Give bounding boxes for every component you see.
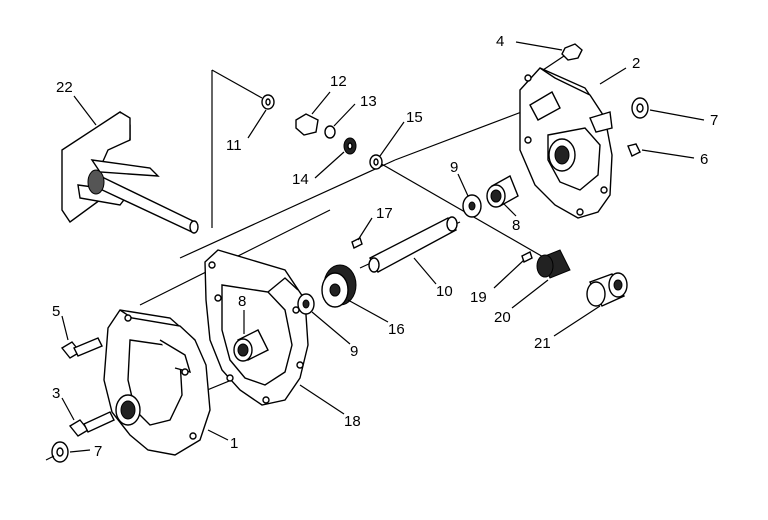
callout-12: 16 xyxy=(388,321,405,338)
part-6-plug xyxy=(627,143,641,157)
part-14-washer xyxy=(261,94,275,110)
callout-17: 14 xyxy=(292,171,309,188)
part-18-washer xyxy=(369,154,383,170)
callout-3: 3 xyxy=(52,385,60,402)
part-7-washer-left xyxy=(51,441,69,463)
callout-19: 19 xyxy=(470,289,487,306)
callout-20: 20 xyxy=(494,309,511,326)
part-12-gear xyxy=(321,264,357,308)
part-4-nut xyxy=(561,43,583,61)
callout-5: 5 xyxy=(52,303,60,320)
part-7-washer-right xyxy=(631,97,649,119)
callout-18: 15 xyxy=(406,109,423,126)
part-11-cover-plate xyxy=(204,249,309,406)
part-8-bushing-upper xyxy=(486,175,519,208)
callout-6: 6 xyxy=(700,151,708,168)
callout-9-upper: 9 xyxy=(450,159,458,176)
part-1-housing xyxy=(103,309,211,456)
callout-4: 4 xyxy=(496,33,504,50)
part-2-housing xyxy=(519,67,613,219)
part-20-pinion xyxy=(536,249,571,279)
part-13-key xyxy=(351,237,363,249)
callout-1: 1 xyxy=(230,435,238,452)
part-5-bolt xyxy=(60,337,103,359)
part-10-shaft xyxy=(368,216,458,273)
callout-11: 18 xyxy=(344,413,361,430)
part-9-washer-lower xyxy=(297,293,315,315)
callout-13: 17 xyxy=(376,205,393,222)
callout-22: 22 xyxy=(56,79,73,96)
part-9-washer-upper xyxy=(462,194,482,218)
part-15-nut xyxy=(295,113,319,136)
callout-labels: 22 2 4 7 6 11 12 13 14 15 9 8 17 10 19 2… xyxy=(52,33,718,460)
callout-15: 12 xyxy=(330,73,347,90)
part-22-bracket xyxy=(61,111,199,234)
part-3-bolt xyxy=(68,411,115,437)
callout-10: 10 xyxy=(436,283,453,300)
callout-21: 21 xyxy=(534,335,551,352)
callout-7-left: 7 xyxy=(94,443,102,460)
callout-8-lower: 8 xyxy=(238,293,246,310)
callout-2: 2 xyxy=(632,55,640,72)
callout-16: 13 xyxy=(360,93,377,110)
callout-8-upper: 8 xyxy=(512,217,520,234)
callout-7-right: 7 xyxy=(710,112,718,129)
callout-9-lower: 9 xyxy=(350,343,358,360)
part-17-seal xyxy=(343,137,357,155)
leader-lines xyxy=(45,41,705,461)
part-16-washer xyxy=(324,125,336,139)
part-21-bearing xyxy=(586,272,628,307)
callout-14: 11 xyxy=(226,137,242,154)
